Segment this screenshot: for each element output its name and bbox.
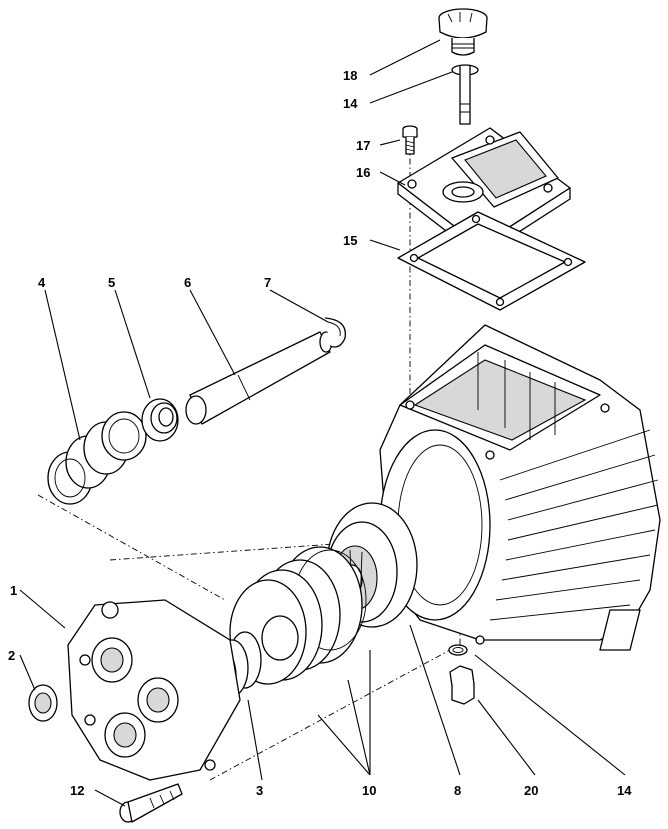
- leader-lines: [19, 39, 626, 807]
- plunger-spring: [47, 411, 147, 505]
- part-number-labels: 18 14 17 16 15 4 5 6 7 1 2 12 3 10 8 20 …: [8, 68, 632, 798]
- manifold-bolt: [119, 783, 183, 823]
- label-part-3: 3: [256, 783, 263, 798]
- pump-crankcase-housing: [379, 324, 661, 651]
- label-part-14-lower: 14: [617, 783, 632, 798]
- pump-manifold-head: [67, 599, 241, 781]
- label-part-15: 15: [343, 233, 357, 248]
- label-part-14-upper: 14: [343, 96, 358, 111]
- spring-washer: [141, 398, 179, 442]
- oil-filler-cap: [438, 8, 488, 56]
- dipstick-with-o-ring: [451, 64, 479, 125]
- label-part-8: 8: [454, 783, 461, 798]
- packing-seal-stack: [229, 546, 367, 685]
- label-part-7: 7: [264, 275, 271, 290]
- label-part-16: 16: [356, 165, 370, 180]
- label-part-6: 6: [184, 275, 191, 290]
- label-part-4: 4: [38, 275, 46, 290]
- manifold-plug: [28, 684, 58, 722]
- label-part-20: 20: [524, 783, 538, 798]
- label-part-1: 1: [10, 583, 17, 598]
- label-part-2: 2: [8, 648, 15, 663]
- label-part-17: 17: [356, 138, 370, 153]
- cover-gasket: [397, 211, 586, 311]
- drain-plug: [449, 665, 475, 705]
- label-part-18: 18: [343, 68, 357, 83]
- cover-screw: [402, 125, 418, 155]
- label-part-10: 10: [362, 783, 376, 798]
- top-cover-plate: [397, 127, 571, 258]
- label-part-5: 5: [108, 275, 115, 290]
- ceramic-plunger: [185, 331, 333, 425]
- drain-o-ring: [448, 644, 468, 656]
- plunger-circlip: [324, 317, 346, 348]
- label-part-12: 12: [70, 783, 84, 798]
